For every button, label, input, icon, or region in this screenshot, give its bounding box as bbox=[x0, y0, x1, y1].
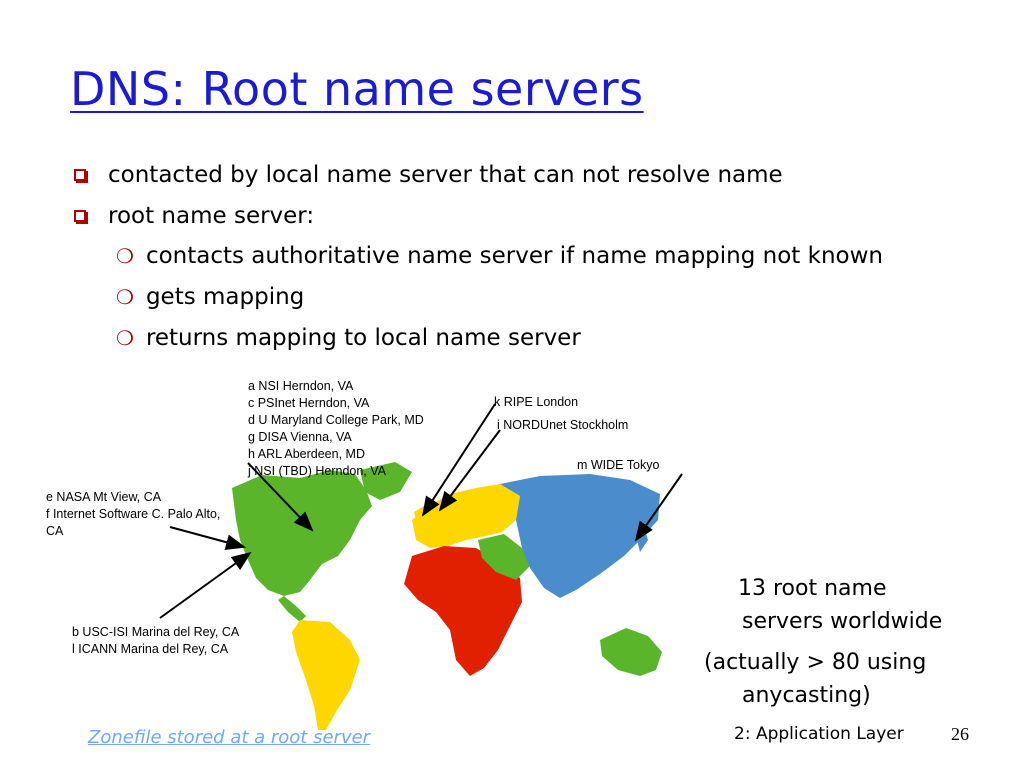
label-line: a NSI Herndon, VA bbox=[248, 379, 354, 393]
footer-text: 2: Application Layer bbox=[734, 724, 904, 744]
sub-bullet-3-text: returns mapping to local name server bbox=[145, 325, 581, 351]
bullet-1: contacted by local name server that can … bbox=[74, 162, 783, 188]
note-line-4: anycasting) bbox=[742, 683, 871, 708]
label-line: b USC-ISI Marina del Rey, CA bbox=[72, 625, 240, 639]
label-west-us-south: b USC-ISI Marina del Rey, CA l ICANN Mar… bbox=[72, 624, 239, 658]
bullet-1-text: contacted by local name server that can … bbox=[108, 162, 783, 188]
bullet-2-text: root name server: bbox=[108, 203, 315, 229]
greenland-shape bbox=[360, 462, 412, 500]
label-west-us-north: e NASA Mt View, CA f Internet Software C… bbox=[46, 489, 220, 540]
arrow-east-us bbox=[247, 462, 314, 532]
africa-shape bbox=[404, 546, 522, 676]
label-line: CA bbox=[46, 524, 64, 538]
middle-east-shape bbox=[478, 534, 530, 580]
sub-bullet-1-text: contacts authoritative name server if na… bbox=[145, 243, 883, 269]
label-tokyo: m WIDE Tokyo bbox=[577, 458, 660, 472]
circle-bullet-icon: ❍ bbox=[116, 285, 134, 309]
sub-bullet-1: ❍ contacts authoritative name server if … bbox=[116, 243, 883, 269]
arrow-west-us-south bbox=[159, 551, 252, 619]
label-line: f Internet Software C. Palo Alto, bbox=[46, 507, 221, 521]
arrow-tokyo bbox=[634, 473, 683, 542]
europe-shape bbox=[412, 484, 520, 548]
asia-shape bbox=[500, 474, 660, 598]
arrow-london bbox=[421, 403, 496, 517]
note-line-2: servers worldwide bbox=[742, 609, 943, 634]
square-bullet-icon bbox=[74, 169, 86, 181]
label-east-us: a NSI Herndon, VA c PSInet Herndon, VA d… bbox=[248, 378, 424, 480]
label-stockholm: i NORDUnet Stockholm bbox=[497, 418, 629, 432]
label-london: k RIPE London bbox=[494, 395, 579, 409]
australia-shape bbox=[600, 628, 662, 676]
label-line: e NASA Mt View, CA bbox=[46, 490, 162, 504]
square-bullet-icon bbox=[74, 210, 86, 222]
circle-bullet-icon: ❍ bbox=[116, 326, 134, 350]
circle-bullet-icon: ❍ bbox=[116, 244, 134, 268]
north-america-shape bbox=[232, 470, 372, 596]
label-line: d U Maryland College Park, MD bbox=[248, 413, 424, 427]
label-line: g DISA Vienna, VA bbox=[248, 430, 352, 444]
note-line-3: (actually > 80 using bbox=[704, 650, 927, 675]
central-america-shape bbox=[278, 596, 306, 622]
label-line: l ICANN Marina del Rey, CA bbox=[72, 642, 229, 656]
slide-title: DNS: Root name servers bbox=[70, 62, 644, 116]
page-number: 26 bbox=[951, 724, 969, 744]
arrow-stockholm bbox=[438, 429, 501, 512]
label-line: h ARL Aberdeen, MD bbox=[248, 447, 365, 461]
sub-bullet-2: ❍ gets mapping bbox=[116, 284, 304, 310]
south-america-shape bbox=[292, 620, 360, 730]
label-line: c PSInet Herndon, VA bbox=[248, 396, 370, 410]
sub-bullet-2-text: gets mapping bbox=[145, 284, 305, 310]
note-line-1: 13 root name bbox=[738, 576, 887, 601]
zonefile-link[interactable]: Zonefile stored at a root server bbox=[88, 727, 371, 748]
bullet-2: root name server: bbox=[74, 203, 314, 229]
sub-bullet-3: ❍ returns mapping to local name server bbox=[116, 325, 581, 351]
arrow-west-us-north bbox=[169, 526, 246, 551]
label-line: j NSI (TBD) Herndon, VA bbox=[248, 464, 387, 478]
